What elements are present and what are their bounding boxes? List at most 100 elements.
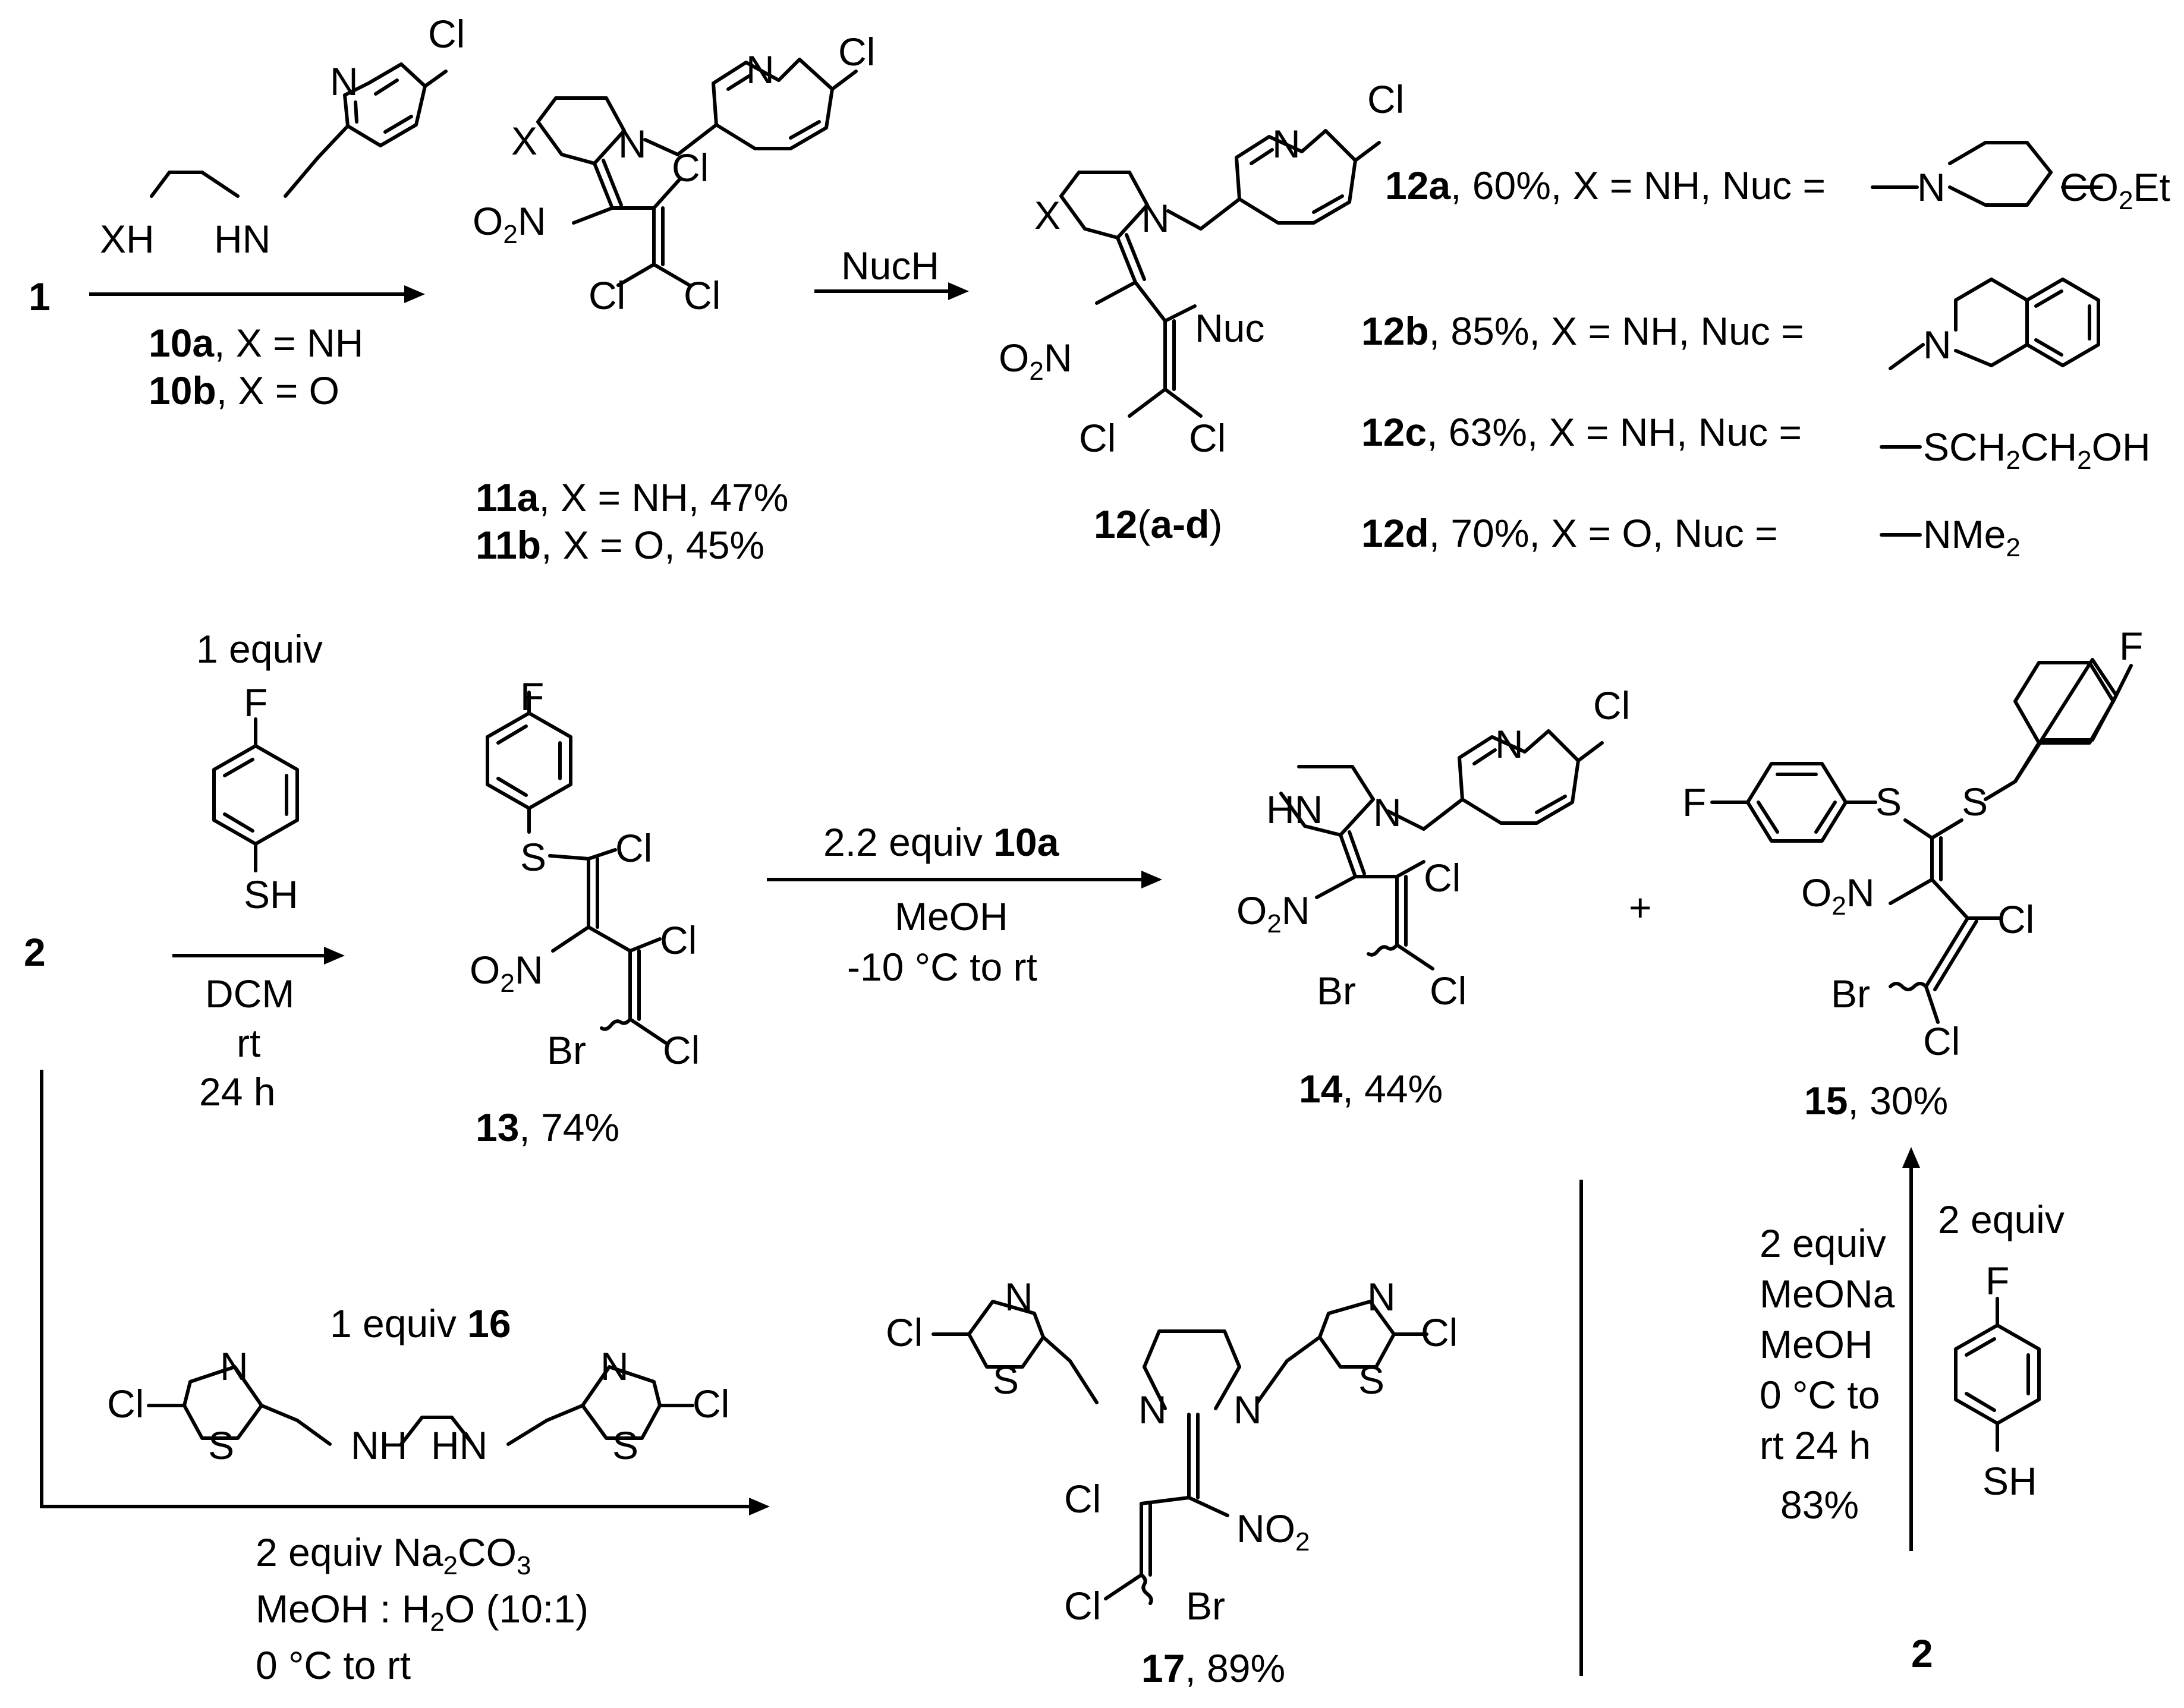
p14-pyridine-cl: Cl (1593, 683, 1630, 727)
r5-left-0: 2 equiv (1760, 1221, 1886, 1265)
nuc-12a-n: N (1917, 165, 1946, 209)
product-12-structure (1059, 129, 1381, 418)
p17-s-1: S (993, 1358, 1019, 1402)
r4-line1: 2.2 equiv 10a (823, 820, 1060, 864)
p11-cl-1: Cl (672, 146, 709, 190)
nuc-12c-formula: SCH2CH2OH (1923, 425, 2151, 475)
r5-left-2: MeOH (1760, 1322, 1873, 1366)
p11-pyridine-cl: Cl (838, 30, 875, 74)
p17-cl-2: Cl (1421, 1310, 1458, 1354)
r5-left-1: MeONa (1760, 1272, 1895, 1316)
p17-cl-3: Cl (1064, 1477, 1101, 1521)
r6-nh: NH (351, 1423, 407, 1467)
p13-nitro: O2N (470, 948, 543, 998)
product-14-structure (1279, 729, 1604, 970)
p15-br: Br (1831, 972, 1870, 1016)
nuc-12b-tetrahydroisoquinoline (1889, 278, 2100, 370)
p15-nitro: O2N (1801, 871, 1875, 921)
r6-s-2: S (612, 1423, 638, 1467)
p17-cl-1: Cl (886, 1310, 923, 1354)
r6-cl-1: Cl (107, 1382, 144, 1426)
product-11a-label: 11a, X = NH, 47% (476, 475, 789, 519)
p17-n-1: N (1005, 1275, 1033, 1319)
r5-4-fluorothiophenol (1954, 1297, 2041, 1452)
reagent10-xh: XH (100, 217, 155, 261)
r3-sh: SH (244, 872, 298, 916)
r6-hn: HN (431, 1423, 487, 1467)
r5-sh: SH (1982, 1459, 2037, 1503)
p14-br: Br (1317, 969, 1356, 1013)
product-17-label: 17, 89% (1141, 1646, 1285, 1690)
r6-line1: 2 equiv Na2CO3 (256, 1530, 531, 1580)
p15-f-1: F (1682, 780, 1706, 824)
p13-cl-2: Cl (660, 918, 697, 962)
p15-s-2: S (1962, 780, 1988, 824)
r3-time: 24 h (199, 1070, 275, 1114)
p13-s: S (520, 835, 546, 879)
r4-line3: -10 °C to rt (847, 945, 1037, 989)
p17-n-2: N (1138, 1388, 1167, 1432)
r6-n-2: N (600, 1344, 629, 1388)
p17-nitro: NO2 (1236, 1507, 1310, 1556)
r6-s-1: S (208, 1423, 234, 1467)
p17-br: Br (1186, 1584, 1225, 1628)
r5-right-equiv: 2 equiv (1938, 1198, 2065, 1241)
nuc-12a-ester: CO2Et (2060, 165, 2170, 215)
r6-cl-2: Cl (693, 1382, 729, 1426)
product-17-structure (931, 1300, 1428, 1605)
start-material-1: 1 (29, 275, 51, 319)
r4-line2: MeOH (895, 894, 1008, 938)
p15-f-2: F (2119, 624, 2143, 668)
p17-n-3: N (1233, 1388, 1262, 1432)
product-15-structure (1710, 658, 2133, 1024)
reagent-16-structure (147, 1365, 694, 1446)
r5-yield: 83% (1780, 1483, 1859, 1527)
p11-x: X (511, 119, 537, 163)
p12-x: X (1034, 193, 1060, 237)
start-material-2-bottom: 2 (1911, 1631, 1933, 1675)
reagent10-hn: HN (214, 217, 270, 261)
plus-sign: + (1629, 885, 1652, 929)
p15-cl-2: Cl (1923, 1019, 1960, 1063)
nuc-12a-piperidine (1871, 141, 2103, 207)
p11-cl-3: Cl (684, 273, 720, 317)
p13-f: F (520, 675, 544, 719)
product-14-label: 14, 44% (1299, 1067, 1443, 1111)
product-12-label: 12(a-d) (1094, 502, 1222, 546)
product-11-structure (536, 58, 858, 287)
r5-left-3: 0 °C to (1760, 1373, 1880, 1417)
p13-cl-3: Cl (663, 1028, 700, 1072)
p11-nitro: O2N (473, 199, 546, 249)
reagent-4-fluorothiophenol (212, 717, 299, 872)
p13-br: Br (547, 1028, 586, 1072)
p15-s-1: S (1875, 780, 1902, 824)
p11-n: N (618, 122, 647, 166)
p14-hn: HN (1266, 787, 1323, 831)
p12-pyridine-n: N (1272, 122, 1301, 166)
product-11b-label: 11b, X = O, 45% (476, 523, 764, 567)
r6-top: 1 equiv 16 (330, 1302, 511, 1345)
r3-temp: rt (237, 1021, 260, 1065)
p14-cl-1: Cl (1424, 856, 1461, 900)
variant-12c-label: 12c, 63%, X = NH, Nuc = (1361, 410, 1802, 454)
reagent10-pyridine-n: N (330, 59, 358, 103)
p15-cl-1: Cl (1997, 897, 2034, 941)
r5-left-4: rt 24 h (1760, 1423, 1871, 1467)
reagent-10-structure (150, 62, 448, 198)
r6-line2: MeOH : H2O (10:1) (256, 1587, 589, 1637)
product-15-label: 15, 30% (1804, 1079, 1948, 1123)
variant-12b-label: 12b, 85%, X = NH, Nuc = (1361, 309, 1804, 353)
r6-n-1: N (220, 1344, 248, 1388)
p12-cl-2: Cl (1189, 416, 1226, 460)
variant-12a-label: 12a, 60%, X = NH, Nuc = (1385, 163, 1826, 207)
r3-f: F (244, 680, 268, 724)
p12-nitro: O2N (999, 336, 1072, 386)
nuc-12b-n: N (1923, 323, 1952, 367)
r3-equiv: 1 equiv (196, 627, 323, 671)
p14-n: N (1373, 790, 1402, 834)
r5-f: F (1985, 1259, 2009, 1303)
product-13-label: 13, 74% (476, 1105, 619, 1149)
p12-cl-1: Cl (1079, 416, 1116, 460)
nuch-label: NucH (841, 244, 939, 288)
p17-n-4: N (1367, 1275, 1396, 1319)
